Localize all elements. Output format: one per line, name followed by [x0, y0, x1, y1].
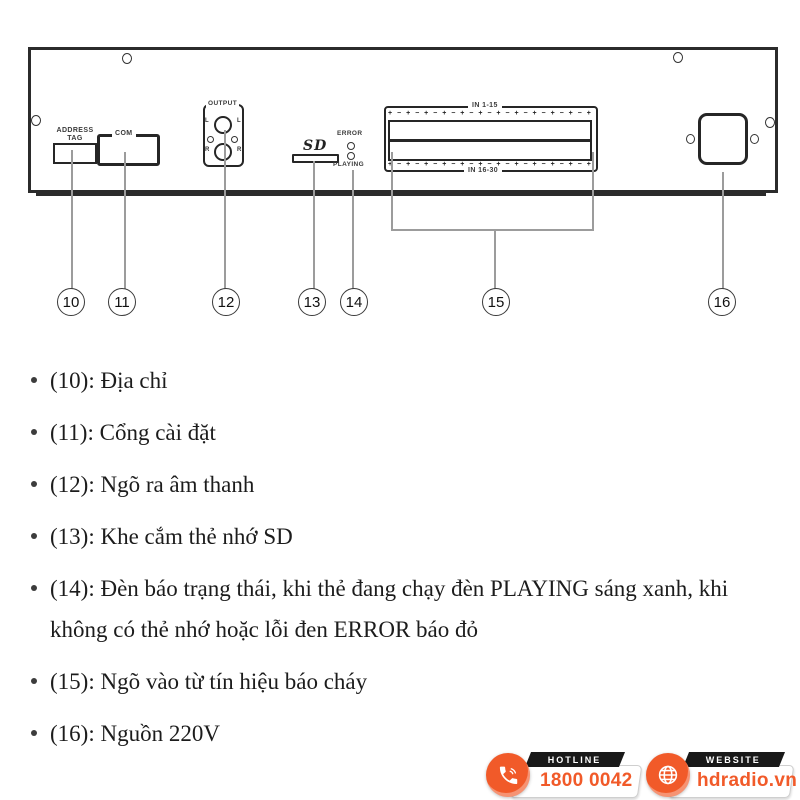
- hotline-label: HOTLINE: [548, 754, 602, 765]
- com-label: COM: [112, 130, 136, 138]
- output-label: OUTPUT: [206, 100, 240, 108]
- sd-label: SD: [303, 138, 328, 154]
- globe-icon: [646, 753, 690, 797]
- terminal-row-2: [388, 140, 592, 161]
- screw-icon: [765, 117, 775, 128]
- legend-item-16: (16): Nguồn 220V: [30, 713, 766, 754]
- panel-bottom-edge: [36, 193, 766, 196]
- hotline-badge: HOTLINE 1800 0042: [486, 752, 643, 799]
- legend-list: (10): Địa chỉ (11): Cổng cài đặt (12): N…: [30, 360, 766, 765]
- screw-icon: [686, 134, 695, 144]
- callout-12: 12: [212, 288, 240, 316]
- phone-icon: [486, 753, 530, 797]
- terminal-row-1: [388, 120, 592, 141]
- legend-item-15: (15): Ngõ vào từ tín hiệu báo cháy: [30, 661, 766, 702]
- legend-item-11: (11): Cổng cài đặt: [30, 412, 766, 453]
- channel-r-label: R: [205, 147, 210, 153]
- terminal-strip-bottom: + − + − + − + − + − + − + − + − + − + − …: [388, 161, 592, 168]
- in-16-30-label: IN 16-30: [464, 167, 503, 175]
- playing-label: PLAYING: [333, 161, 365, 168]
- screw-icon: [122, 53, 132, 64]
- channel-l-label: L: [237, 118, 241, 124]
- playing-led: [347, 152, 355, 160]
- leader-line-15: [494, 231, 496, 289]
- terminal-strip-top: + − + − + − + − + − + − + − + − + − + − …: [388, 110, 592, 117]
- rca-jack-right: [214, 143, 232, 161]
- callout-11: 11: [108, 288, 136, 316]
- in-1-15-label: IN 1-15: [468, 102, 502, 110]
- leader-line-11: [124, 152, 126, 289]
- channel-r-label: R: [237, 147, 242, 153]
- screw-icon: [31, 115, 41, 126]
- leader-line-13: [313, 161, 315, 289]
- website-label: WEBSITE: [706, 754, 762, 765]
- screw-icon: [231, 136, 238, 143]
- leader-bracket-15: [592, 152, 594, 231]
- website-url: hdradio.vn: [697, 770, 798, 791]
- hotline-number: 1800 0042: [540, 770, 633, 791]
- screw-icon: [750, 134, 759, 144]
- callout-14: 14: [340, 288, 368, 316]
- legend-item-12: (12): Ngõ ra âm thanh: [30, 464, 766, 505]
- error-label: ERROR: [337, 130, 363, 137]
- address-tag-port: [53, 143, 97, 164]
- legend-item-14: (14): Đèn báo trạng thái, khi thẻ đang c…: [30, 568, 766, 650]
- hotline-tab: HOTLINE: [524, 752, 626, 767]
- callout-10: 10: [57, 288, 85, 316]
- leader-line-14: [352, 170, 354, 289]
- legend-item-13: (13): Khe cắm thẻ nhớ SD: [30, 516, 766, 557]
- leader-bracket-15: [391, 152, 393, 231]
- com-port: [97, 134, 160, 166]
- address-tag-label: ADDRESS TAG: [56, 127, 94, 142]
- sd-card-slot: [292, 154, 339, 163]
- callout-16: 16: [708, 288, 736, 316]
- website-badge: WEBSITE hdradio.vn: [646, 752, 798, 799]
- power-socket: [698, 113, 748, 165]
- callout-15: 15: [482, 288, 510, 316]
- legend-item-10: (10): Địa chỉ: [30, 360, 766, 401]
- leader-line-16: [722, 172, 724, 289]
- leader-line-10: [71, 150, 73, 289]
- channel-l-label: L: [205, 118, 209, 124]
- leader-line-12: [224, 130, 226, 289]
- website-tab: WEBSITE: [682, 752, 786, 767]
- callout-13: 13: [298, 288, 326, 316]
- screw-icon: [673, 52, 683, 63]
- screw-icon: [207, 136, 214, 143]
- rca-jack-left: [214, 116, 232, 134]
- error-led: [347, 142, 355, 150]
- leader-bracket-15: [391, 229, 594, 231]
